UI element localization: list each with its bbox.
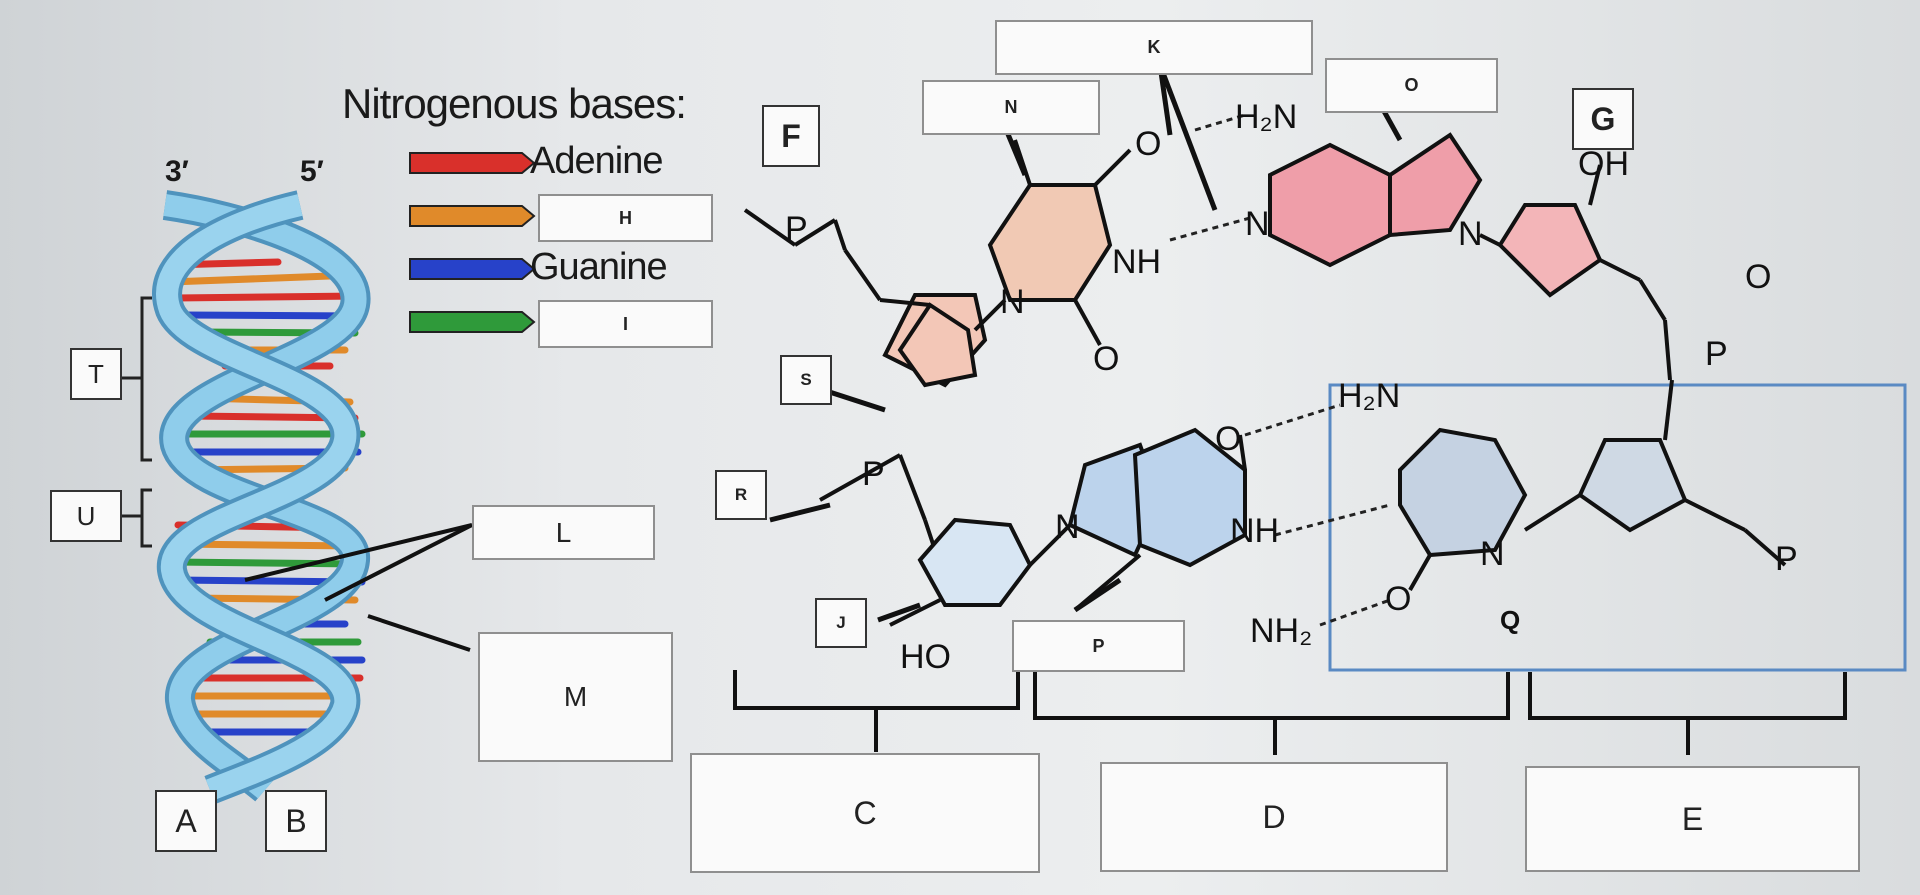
label-box-f[interactable]: F	[762, 105, 820, 167]
label-box-u[interactable]: U	[50, 490, 122, 542]
label-f-text: F	[781, 117, 801, 154]
chem-phosphorus-2: P	[862, 455, 885, 493]
label-p-text: P	[1092, 635, 1105, 656]
chem-oh: OH	[1578, 145, 1629, 183]
label-box-k[interactable]: K	[995, 20, 1313, 75]
label-r-text: R	[734, 485, 748, 504]
label-box-s[interactable]: S	[780, 355, 832, 405]
label-box-o[interactable]: O	[1325, 58, 1498, 113]
chem-nitrogen-1: N	[1000, 283, 1025, 321]
chem-nh-mid: NH	[1230, 512, 1280, 550]
chem-phosphorus-1: P	[785, 210, 808, 248]
label-box-i[interactable]: I	[538, 300, 713, 348]
chemical-structures	[743, 64, 1907, 672]
label-a-text: A	[175, 802, 197, 839]
label-box-a[interactable]: A	[155, 790, 217, 852]
chem-phosphorus-3: P	[1705, 335, 1728, 373]
label-d-text: D	[1262, 798, 1286, 835]
chem-nitrogen-3: N	[1458, 215, 1483, 253]
label-box-e[interactable]: E	[1525, 766, 1860, 872]
legend-adenine: Adenine	[530, 140, 663, 182]
label-b-text: B	[285, 802, 307, 839]
chem-h2n-top: H₂N	[1235, 98, 1298, 136]
strand-label-5prime: 5′	[300, 155, 324, 188]
hydrogen-bonds	[1169, 113, 1391, 627]
label-n-text: N	[1004, 97, 1018, 117]
chem-oxygen-3: O	[1215, 420, 1242, 458]
label-m-text: M	[563, 681, 588, 712]
label-h-text: H	[619, 207, 632, 228]
label-box-j[interactable]: J	[815, 598, 867, 648]
chem-nh2-bottom: NH₂	[1250, 612, 1313, 650]
chem-oxygen-5: O	[1745, 258, 1772, 296]
chem-ho: HO	[900, 638, 951, 676]
legend-title: Nitrogenous bases:	[342, 80, 687, 127]
chem-nh-top: NH	[1112, 243, 1162, 281]
chem-oxygen-2: O	[1093, 340, 1120, 378]
label-j-text: J	[836, 613, 846, 632]
label-o-text: O	[1404, 75, 1419, 95]
label-l-text: L	[555, 516, 572, 548]
chem-nitrogen-4: N	[1055, 508, 1080, 546]
helix-brackets	[122, 296, 152, 548]
double-helix	[152, 190, 371, 804]
label-box-d[interactable]: D	[1100, 762, 1448, 872]
label-box-g[interactable]: G	[1572, 88, 1634, 150]
chem-oxygen-4: O	[1385, 580, 1412, 618]
label-t-text: T	[88, 358, 104, 389]
label-e-text: E	[1681, 800, 1704, 837]
label-box-c[interactable]: C	[690, 753, 1040, 873]
label-box-h[interactable]: H	[538, 194, 713, 242]
chem-h2n-mid: H₂N	[1338, 377, 1401, 415]
label-g-text: G	[1590, 100, 1616, 137]
chem-oxygen-1: O	[1135, 125, 1162, 163]
label-k-text: K	[1147, 37, 1161, 57]
chem-phosphorus-4: P	[1775, 540, 1798, 578]
label-box-p[interactable]: P	[1012, 620, 1185, 672]
chem-nitrogen-2: N	[1245, 205, 1270, 243]
label-s-text: S	[800, 370, 812, 389]
label-q-text: Q	[1500, 605, 1521, 635]
bottom-brackets	[733, 670, 1847, 755]
label-box-m[interactable]: M	[478, 632, 673, 762]
chem-nitrogen-5: N	[1480, 535, 1505, 573]
label-box-n[interactable]: N	[922, 80, 1100, 135]
label-i-text: I	[622, 313, 628, 334]
pointer-lines	[244, 523, 473, 652]
label-box-r[interactable]: R	[715, 470, 767, 520]
label-box-b[interactable]: B	[265, 790, 327, 852]
label-u-text: U	[76, 500, 96, 531]
label-box-t[interactable]: T	[70, 348, 122, 400]
legend-swatches	[409, 152, 536, 333]
legend-guanine: Guanine	[530, 246, 668, 288]
label-c-text: C	[853, 794, 877, 831]
strand-label-3prime: 3′	[165, 155, 189, 188]
label-box-l[interactable]: L	[472, 505, 655, 560]
